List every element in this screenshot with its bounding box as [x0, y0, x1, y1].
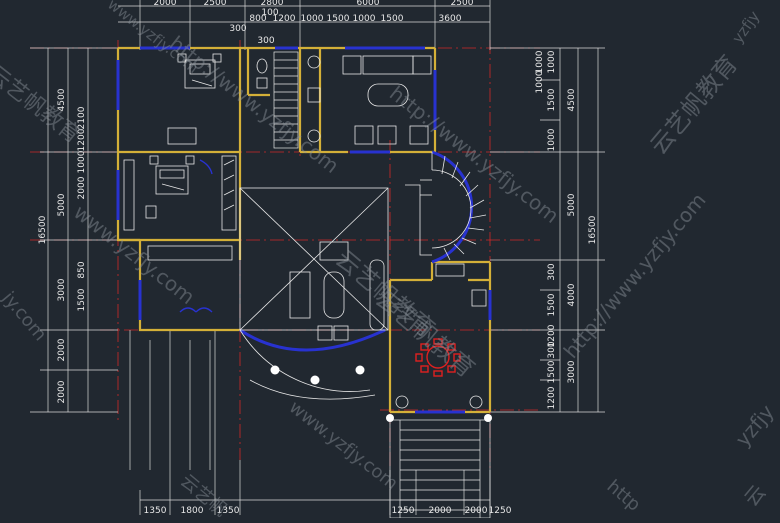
dimension-text: 850 — [77, 261, 87, 278]
doors — [179, 159, 213, 313]
dimension-text: 300 — [547, 263, 557, 280]
dimension-text: 1200 — [273, 14, 296, 24]
dimension-text: 1500 — [547, 293, 557, 316]
dimension-text: 2000 — [154, 0, 177, 8]
dimension-text: 1200 — [547, 386, 557, 409]
dimension-text: 2000 — [465, 506, 488, 516]
dimension-text: 2500 — [451, 0, 474, 8]
dimension-text: 1350 — [217, 506, 240, 516]
dimension-text: 1200 — [547, 324, 557, 347]
dimension-left-total: 16500 — [38, 215, 48, 244]
dimension-lines — [30, 0, 605, 515]
dimension-text: 1000 — [535, 50, 545, 73]
dimension-text: 5000 — [567, 193, 577, 216]
dimension-text: 1000 — [535, 70, 545, 93]
dimension-right-total: 16500 — [588, 215, 598, 244]
dimension-text: 5000 — [57, 193, 67, 216]
dimension-text: 1000 — [547, 128, 557, 151]
dimension-text: 2000 — [57, 338, 67, 361]
dimension-text: 2100 — [77, 106, 87, 129]
dimension-text: 1000 — [547, 50, 557, 73]
dimension-text: 3000 — [567, 360, 577, 383]
windows — [116, 46, 492, 414]
dimension-text: 1500 — [381, 14, 404, 24]
dimension-text: 2500 — [204, 0, 227, 8]
furniture — [123, 53, 487, 409]
dimension-text: 1500 — [547, 360, 557, 383]
dimension-text: 2000 — [57, 380, 67, 403]
dimension-text: 1000 — [353, 14, 376, 24]
dimension-right-middle: 4500 5000 4000 3000 — [567, 88, 577, 383]
dimension-text: 1800 — [181, 506, 204, 516]
dimension-text: 4500 — [57, 88, 67, 111]
dimension-text: 4500 — [567, 88, 577, 111]
dimension-text: 1250 — [392, 506, 415, 516]
dimension-text: 800 — [249, 14, 266, 24]
dimension-text: 2000 — [77, 176, 87, 199]
dimension-text: 1250 — [489, 506, 512, 516]
dimension-top-small: 100 300 — [257, 8, 278, 46]
dimension-text: 6000 — [357, 0, 380, 8]
dimension-text: 3000 — [57, 278, 67, 301]
dimension-text: 100 — [261, 8, 278, 18]
dimension-text: 2800 — [261, 0, 284, 8]
dimension-text: 1000 — [77, 150, 87, 173]
dimension-text: 1200 — [77, 128, 87, 151]
dimension-text: 1500 — [327, 14, 350, 24]
dining-table — [415, 338, 461, 377]
dimension-left-middle: 4500 5000 3000 2000 2000 — [57, 88, 67, 403]
dimension-text: 1500 — [547, 88, 557, 111]
straight-staircase — [273, 51, 299, 149]
spiral-staircase — [405, 150, 487, 264]
dimension-text: 3600 — [439, 14, 462, 24]
dimension-text: 1350 — [144, 506, 167, 516]
dimension-text: 2000 — [429, 506, 452, 516]
dimension-text: 4000 — [567, 283, 577, 306]
dimension-top-row-1: 2000 2500 2800 6000 2500 — [154, 0, 474, 8]
column-dots — [270, 365, 492, 422]
dimension-text: 300 — [257, 36, 274, 46]
dimension-text: 1500 — [77, 288, 87, 311]
dimension-text: 300 — [229, 24, 246, 34]
dimension-text: 1000 — [301, 14, 324, 24]
void-cross — [239, 187, 389, 400]
dimension-text: 300 — [547, 341, 557, 358]
